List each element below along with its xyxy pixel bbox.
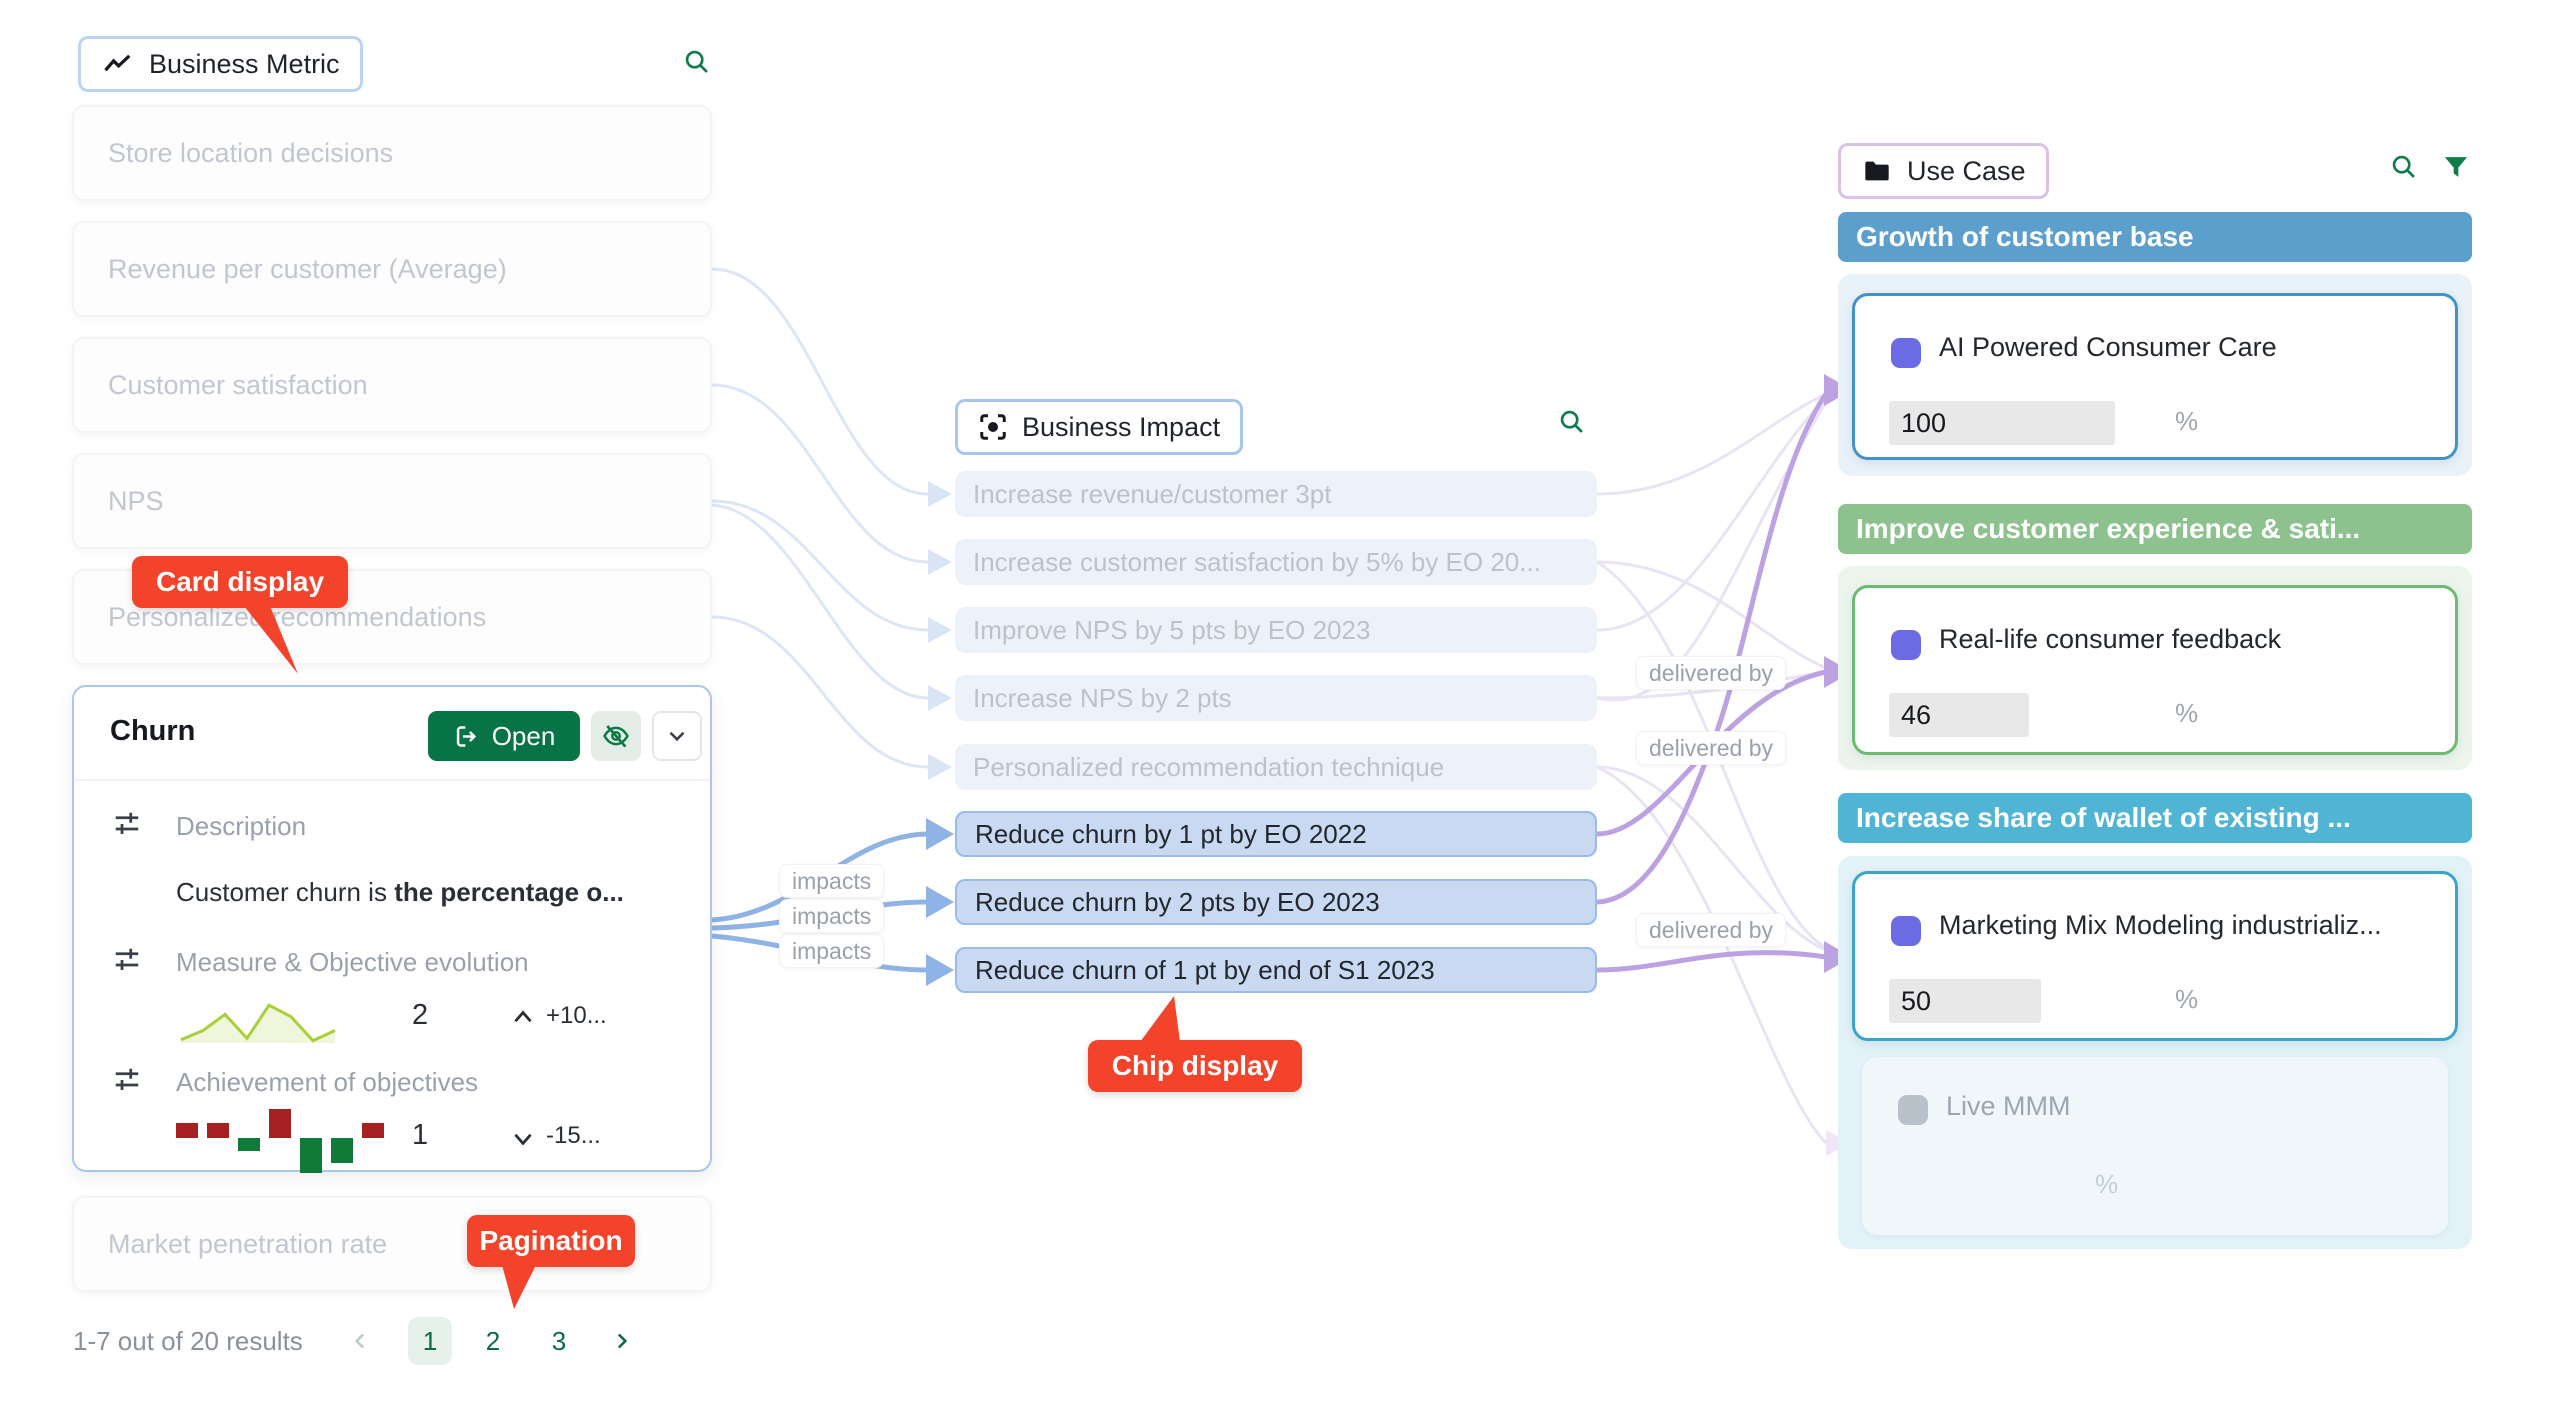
achievement-bar [238,1138,260,1151]
unit-label: % [2095,1169,2119,1199]
impact-chip[interactable]: Increase revenue/customer 3pt [955,471,1597,517]
edge-label-delivered-by: delivered by [1636,731,1787,765]
chevron-up-icon [514,1010,532,1023]
callout-text: Pagination [479,1225,623,1256]
description-label: Description [176,811,307,841]
achievement-bar [362,1123,384,1138]
usecase-search-icon[interactable] [2390,153,2418,181]
chevron-down-icon [514,1133,532,1146]
achievement-bar [300,1138,322,1173]
impact-chip[interactable]: Reduce churn by 2 pts by EO 2023 [955,879,1597,925]
eye-off-icon [603,725,629,748]
value-input[interactable]: 50 [1889,979,2041,1023]
edge-label-impacts: impacts [779,864,885,898]
page-button-1[interactable]: 1 [408,1317,452,1365]
usecase-title: Real-life consumer feedback [1939,624,2282,654]
pagination-prev-icon[interactable] [348,1328,374,1354]
edge-label-delivered-by: delivered by [1636,656,1787,690]
page-button-3[interactable]: 3 [551,1326,567,1356]
achievement-bar [207,1123,229,1138]
node-dot [1891,630,1921,660]
callout-pagination: Pagination [467,1215,635,1267]
callout-chip-display: Chip display [1088,1040,1302,1092]
filter-icon[interactable] [2442,153,2470,181]
business-metric-header[interactable]: Business Metric [78,36,363,92]
description-value: Customer churn is the percentage o... [176,877,624,907]
group-header-wallet[interactable]: Increase share of wallet of existing ... [1838,793,2472,843]
metric-item[interactable]: Revenue per customer (Average) [72,221,712,317]
edge-label-impacts: impacts [779,899,885,933]
business-impact-label: Business Impact [1022,411,1221,442]
node-dot [1891,338,1921,368]
churn-card-title: Churn [110,715,196,747]
sparkline-line [180,1003,336,1043]
churn-card[interactable]: Churn Open [72,685,712,1173]
open-button-label: Open [491,720,556,751]
node-dot [1898,1095,1928,1125]
value-input[interactable]: 46 [1889,693,2029,737]
page-button-2[interactable]: 2 [485,1326,501,1356]
node-dot [1891,916,1921,946]
usecase-title: Marketing Mix Modeling industrializ... [1939,910,2382,940]
divider [74,779,710,781]
pagination-next-icon[interactable] [608,1328,634,1354]
impact-chip[interactable]: Personalized recommendation technique [955,744,1597,790]
achievement-trend: -15... [546,1122,601,1149]
pagination-summary: 1-7 out of 20 results [73,1326,303,1356]
trending-icon [104,54,131,72]
achievement-bar [176,1123,198,1138]
usecase-card-disabled[interactable]: Live MMM % [1862,1057,2448,1235]
focus-icon [980,414,1006,440]
value-input[interactable]: 100 [1889,401,2115,445]
achievement-bar [331,1138,353,1163]
edge-label-impacts: impacts [779,934,885,968]
usecase-title: Live MMM [1946,1091,2071,1121]
open-button[interactable]: Open [428,711,580,761]
folder-icon [1865,161,1889,181]
callout-text: Card display [155,566,325,597]
chevron-down-icon [669,731,685,742]
collapse-card-button[interactable] [652,711,702,761]
sliders-icon [115,1068,139,1090]
usecase-card[interactable]: AI Powered Consumer Care 100 % [1852,293,2458,460]
sliders-icon [115,948,139,970]
usecase-card[interactable]: Real-life consumer feedback 46 % [1852,585,2458,755]
hide-node-button[interactable] [591,711,641,761]
metric-item[interactable]: Store location decisions [72,105,712,201]
edge-label-delivered-by: delivered by [1636,913,1787,947]
impact-chip[interactable]: Reduce churn of 1 pt by end of S1 2023 [955,947,1597,993]
measure-trend: +10... [546,1002,607,1029]
group-header-experience[interactable]: Improve customer experience & sati... [1838,504,2472,554]
business-impact-header[interactable]: Business Impact [955,399,1244,455]
achievement-label: Achievement of objectives [176,1067,479,1097]
impact-chip[interactable]: Reduce churn by 1 pt by EO 2022 [955,811,1597,857]
unit-label: % [2175,698,2199,728]
achievement-count: 1 [412,1119,429,1151]
metric-item[interactable]: NPS [72,453,712,549]
use-case-header[interactable]: Use Case [1838,143,2049,199]
impact-chip[interactable]: Increase NPS by 2 pts [955,675,1597,721]
callout-card-display: Card display [132,556,348,608]
open-icon [456,725,476,747]
unit-label: % [2175,406,2199,436]
usecase-title: AI Powered Consumer Care [1939,332,2277,362]
group-header-growth[interactable]: Growth of customer base [1838,212,2472,262]
metric-item[interactable]: Customer satisfaction [72,337,712,433]
impact-search-icon[interactable] [1558,408,1586,436]
unit-label: % [2175,984,2199,1014]
metric-search-icon[interactable] [683,48,711,76]
achievement-bars [176,1109,396,1173]
measure-sparkline [180,1003,336,1043]
use-case-label: Use Case [1907,155,2026,186]
impact-chip[interactable]: Increase customer satisfaction by 5% by … [955,539,1597,585]
impact-chip[interactable]: Improve NPS by 5 pts by EO 2023 [955,607,1597,653]
callout-text: Chip display [1111,1050,1279,1081]
measure-count: 2 [412,999,429,1031]
business-metric-label: Business Metric [149,48,340,79]
achievement-bar [269,1109,291,1138]
usecase-card[interactable]: Marketing Mix Modeling industrializ... 5… [1852,871,2458,1041]
measure-evolution-label: Measure & Objective evolution [176,947,529,977]
sliders-icon [115,812,139,834]
